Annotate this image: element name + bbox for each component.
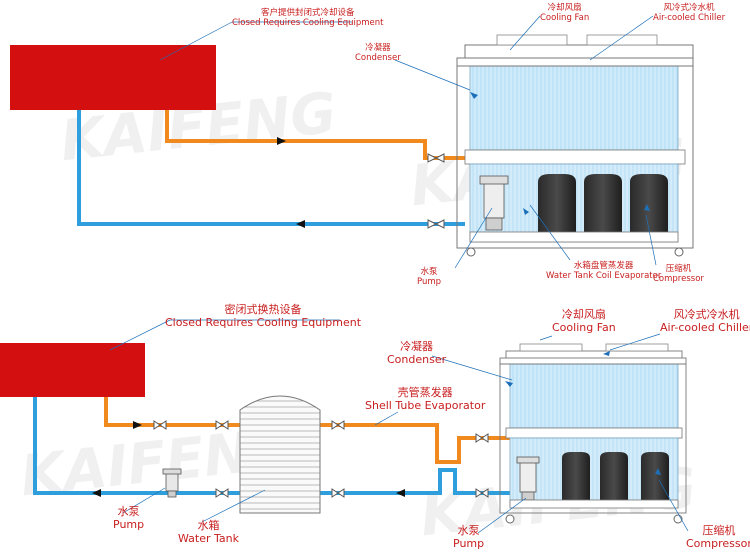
top-compressor-3	[630, 174, 668, 232]
bottom-pump-left	[162, 468, 182, 498]
bottom-valves	[153, 420, 489, 498]
top-valve-cold	[427, 219, 445, 229]
top-hot-pipe	[165, 110, 465, 160]
bottom-water-tank	[239, 395, 321, 514]
top-cold-pipe	[77, 110, 465, 226]
top-condenser-coil	[469, 65, 679, 151]
top-client-equipment	[10, 45, 216, 110]
bottom-compressor-1	[562, 452, 590, 500]
top-compressor-2	[584, 174, 622, 232]
bottom-compressor-2	[600, 452, 628, 500]
bottom-compressor-3	[641, 452, 669, 500]
top-compressor-1	[538, 174, 576, 232]
bottom-cold-arrow-2	[396, 489, 405, 497]
bottom-cold-arrow	[92, 489, 101, 497]
bottom-hot-pipe	[104, 397, 512, 464]
bottom-chiller-unit	[499, 343, 687, 524]
bottom-leader-lines	[109, 319, 689, 534]
bottom-hot-arrow	[133, 421, 142, 429]
top-chiller-unit	[456, 34, 694, 257]
top-hot-arrow	[277, 137, 286, 145]
top-leader-lines	[159, 15, 657, 269]
top-cold-arrow	[296, 220, 305, 228]
bottom-condenser-coil	[509, 363, 679, 429]
top-valve-hot	[427, 153, 445, 163]
bottom-client-equipment	[0, 343, 145, 397]
top-pump	[479, 175, 509, 231]
